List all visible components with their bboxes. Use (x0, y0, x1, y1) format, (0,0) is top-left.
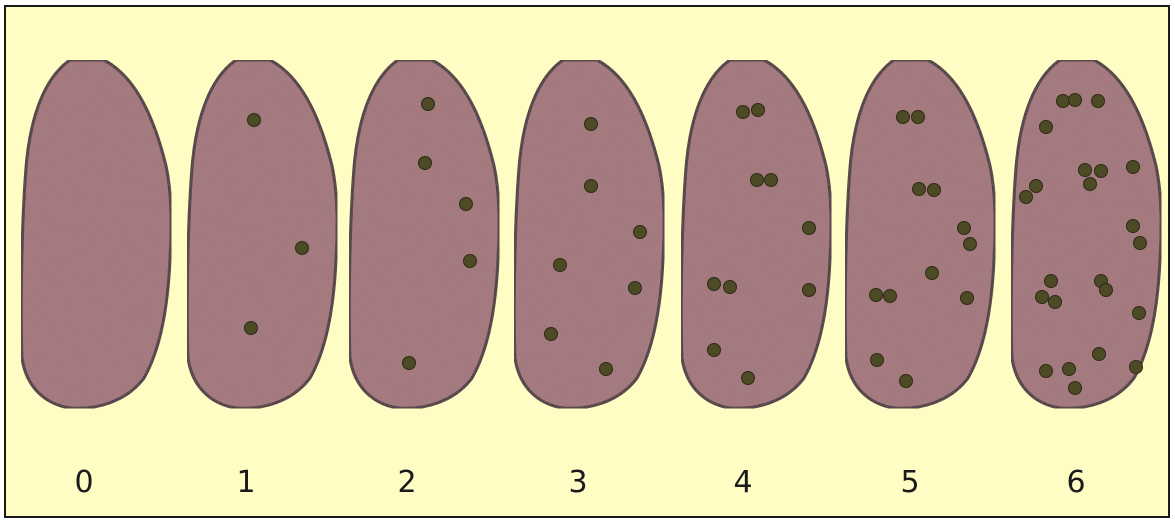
scale-label-2: 2 (397, 465, 416, 500)
lesion-spot (926, 267, 939, 280)
lesion-spot (1057, 95, 1070, 108)
lesion-spot (708, 344, 721, 357)
lesion-spot (629, 282, 642, 295)
lesion-spot (737, 106, 750, 119)
lesion-spot (600, 363, 613, 376)
lesion-spot (422, 98, 435, 111)
lesion-spot (1069, 382, 1082, 395)
scale-label-5: 5 (900, 465, 919, 500)
lesion-spot (403, 357, 416, 370)
lesion-spot (1036, 291, 1049, 304)
lesion-spot (1030, 180, 1043, 193)
scale-label-1: 1 (236, 465, 255, 500)
lesion-spot (1100, 284, 1113, 297)
lesion-spot (1127, 220, 1140, 233)
lesion-spot (870, 289, 883, 302)
leaf-rating-6 (1011, 60, 1161, 408)
lesion-spot (928, 184, 941, 197)
leaf-rating-0 (21, 60, 171, 408)
lesion-spot (751, 174, 764, 187)
leaf-outline (21, 60, 171, 408)
lesion-spot (245, 322, 258, 335)
lesion-spot (464, 255, 477, 268)
lesion-spot (742, 372, 755, 385)
lesion-spot (1130, 361, 1143, 374)
lesion-spot (752, 104, 765, 117)
lesion-spot (1095, 165, 1108, 178)
lesion-spot (1079, 164, 1092, 177)
lesion-spot (1069, 94, 1082, 107)
scale-label-6: 6 (1066, 465, 1085, 500)
lesion-spot (460, 198, 473, 211)
lesion-spot (634, 226, 647, 239)
leaf-rating-2 (349, 60, 499, 408)
lesion-spot (419, 157, 432, 170)
lesion-spot (1134, 237, 1147, 250)
lesion-spot (803, 284, 816, 297)
lesion-spot (765, 174, 778, 187)
lesion-spot (1045, 275, 1058, 288)
lesion-spot (248, 114, 261, 127)
lesion-spot (585, 180, 598, 193)
lesion-spot (1093, 348, 1106, 361)
lesion-spot (554, 259, 567, 272)
lesion-spot (961, 292, 974, 305)
lesion-spot (871, 354, 884, 367)
lesion-spot (1133, 307, 1146, 320)
lesion-spot (884, 290, 897, 303)
lesion-spot (958, 222, 971, 235)
lesion-spot (912, 111, 925, 124)
lesion-spot (1040, 121, 1053, 134)
lesion-spot (1127, 161, 1140, 174)
lesion-spot (913, 183, 926, 196)
scale-label-4: 4 (733, 465, 752, 500)
lesion-spot (1084, 178, 1097, 191)
lesion-spot (1049, 296, 1062, 309)
lesion-spot (1063, 363, 1076, 376)
lesion-spot (585, 118, 598, 131)
leaf-outline (349, 60, 499, 408)
leaf-outline (1011, 60, 1161, 408)
lesion-spot (803, 222, 816, 235)
leaf-rating-1 (187, 60, 337, 408)
lesion-spot (900, 375, 913, 388)
scale-label-3: 3 (568, 465, 587, 500)
lesion-spot (724, 281, 737, 294)
lesion-spot (296, 242, 309, 255)
lesion-spot (708, 278, 721, 291)
scale-label-0: 0 (74, 465, 93, 500)
lesion-spot (1092, 95, 1105, 108)
leaf-outline (187, 60, 337, 408)
lesion-spot (545, 328, 558, 341)
lesion-spot (1040, 365, 1053, 378)
lesion-spot (964, 238, 977, 251)
lesion-spot (897, 111, 910, 124)
lesion-spot (1020, 191, 1033, 204)
